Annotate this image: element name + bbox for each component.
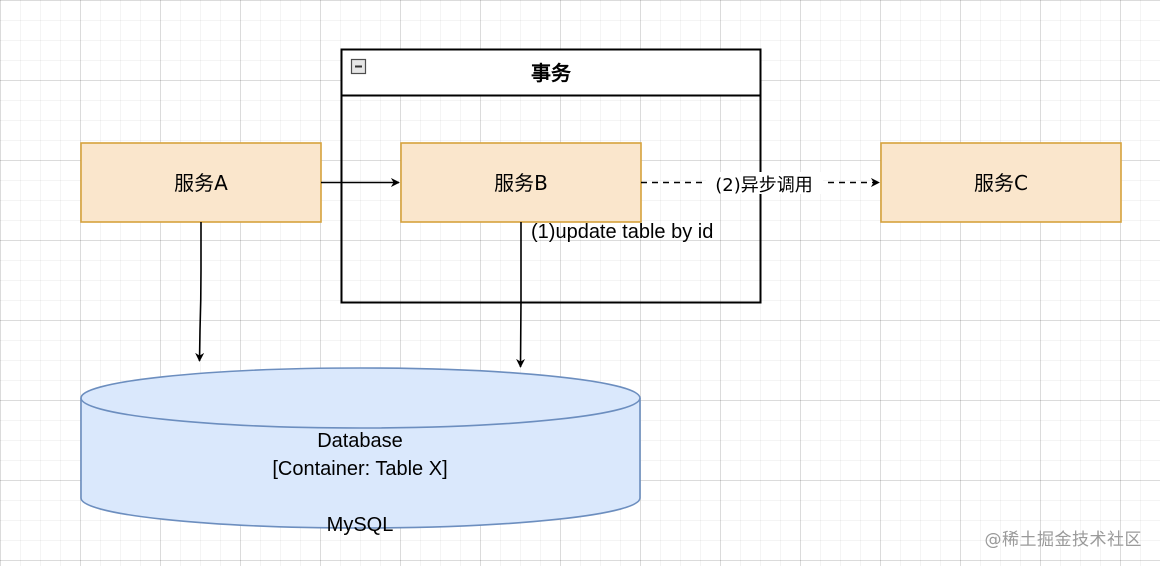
database-container: [Container: Table X] xyxy=(272,458,447,480)
service-b-label: 服务B xyxy=(494,171,548,195)
edge-label-update-table: (1)update table by id xyxy=(531,221,713,243)
transaction-title: 事务 xyxy=(531,61,572,85)
service-c-node[interactable]: 服务C xyxy=(880,142,1122,223)
service-a-label: 服务A xyxy=(174,171,228,195)
collapse-icon[interactable] xyxy=(350,58,367,75)
database-top xyxy=(80,367,641,429)
edge-service-b-to-database[interactable] xyxy=(516,222,526,368)
watermark: @稀土掘金技术社区 xyxy=(984,530,1142,550)
database-node[interactable]: Database [Container: Table X] MySQL xyxy=(80,367,641,536)
database-technology: MySQL xyxy=(327,514,394,536)
edge-label-async-call: (2)异步调用 xyxy=(715,175,813,196)
service-a-node[interactable]: 服务A xyxy=(80,142,322,223)
database-body xyxy=(80,398,641,529)
database-name: Database xyxy=(317,430,403,452)
transaction-container[interactable]: 事务 xyxy=(340,48,762,304)
service-b-node[interactable]: 服务B xyxy=(400,142,642,223)
edge-label-background xyxy=(706,172,823,194)
edge-service-a-to-database[interactable] xyxy=(195,222,205,362)
service-c-label: 服务C xyxy=(974,171,1028,195)
